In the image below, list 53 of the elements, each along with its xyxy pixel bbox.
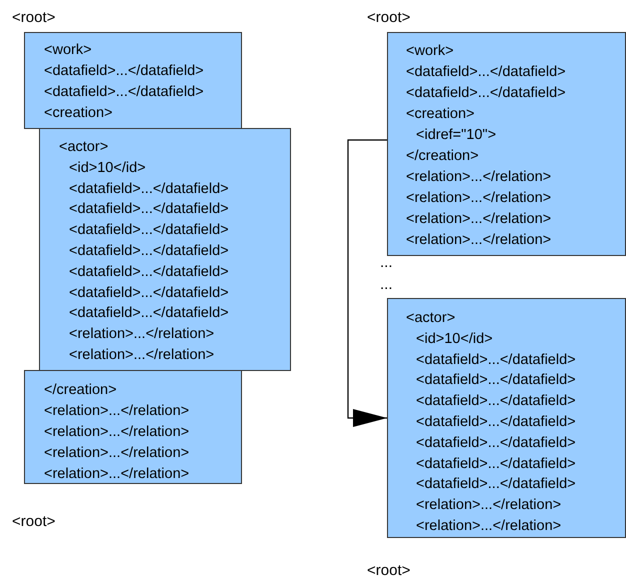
code-line: <id>10</id> (69, 158, 146, 177)
code-line: <datafield>...</datafield> (44, 83, 204, 101)
code-line: <datafield>...</datafield> (416, 371, 576, 390)
code-line: <id>10</id> (416, 330, 493, 348)
code-line: <datafield>...</datafield> (416, 413, 576, 431)
code-line: <datafield>...</datafield> (69, 180, 229, 198)
code-line: </creation> (406, 147, 479, 165)
code-line: <relation>...</relation> (406, 231, 552, 249)
code-line: <datafield>...</datafield> (406, 63, 566, 81)
code-line: <datafield>...</datafield> (69, 304, 229, 322)
code-line: <relation>...</relation> (69, 325, 214, 344)
code-line: <actor> (406, 309, 456, 327)
code-line: <relation>...</relation> (44, 402, 190, 420)
connector-arrow (347, 139, 387, 427)
code-box (387, 298, 626, 538)
code-line: <datafield>...</datafield> (416, 434, 576, 452)
code-line: <creation> (406, 105, 475, 123)
ellipsis: ... (380, 276, 393, 294)
code-box (24, 32, 242, 129)
code-line: <datafield>...</datafield> (69, 221, 229, 240)
code-line: <relation>...</relation> (406, 168, 552, 186)
code-line: <datafield>...</datafield> (416, 475, 576, 494)
code-line: <datafield>...</datafield> (416, 454, 576, 473)
root-tag: <root> (12, 9, 56, 27)
code-line: <datafield>...</datafield> (416, 350, 576, 369)
code-line: <relation>...</relation> (44, 465, 190, 483)
code-line: <creation> (44, 104, 113, 122)
code-line: <work> (44, 41, 92, 59)
code-box (387, 32, 626, 256)
code-line: <actor> (59, 138, 108, 156)
code-line: <relation>...</relation> (406, 210, 552, 228)
code-line: <datafield>...</datafield> (69, 262, 229, 281)
code-line: <datafield>...</datafield> (406, 84, 566, 102)
code-line: <relation>...</relation> (44, 444, 190, 462)
code-line: </creation> (44, 381, 117, 399)
code-line: <datafield>...</datafield> (416, 392, 576, 410)
code-box (39, 128, 291, 371)
code-line: <datafield>...</datafield> (69, 200, 229, 218)
code-line: <relation>...</relation> (416, 496, 562, 514)
code-line: <datafield>...</datafield> (69, 242, 229, 260)
code-line: <relation>...</relation> (44, 423, 190, 441)
code-line: <relation>...</relation> (69, 346, 214, 364)
code-line: <relation>...</relation> (416, 517, 562, 535)
code-line: <datafield>...</datafield> (44, 62, 204, 80)
code-line: <datafield>...</datafield> (69, 284, 229, 302)
root-tag: <root> (367, 9, 410, 27)
root-tag: <root> (367, 562, 410, 579)
code-line: <idref="10"> (416, 126, 496, 144)
root-tag: <root> (12, 513, 56, 531)
ellipsis: ... (380, 254, 393, 272)
code-line: <work> (406, 42, 454, 60)
code-line: <relation>...</relation> (406, 189, 552, 207)
code-box (24, 370, 242, 484)
